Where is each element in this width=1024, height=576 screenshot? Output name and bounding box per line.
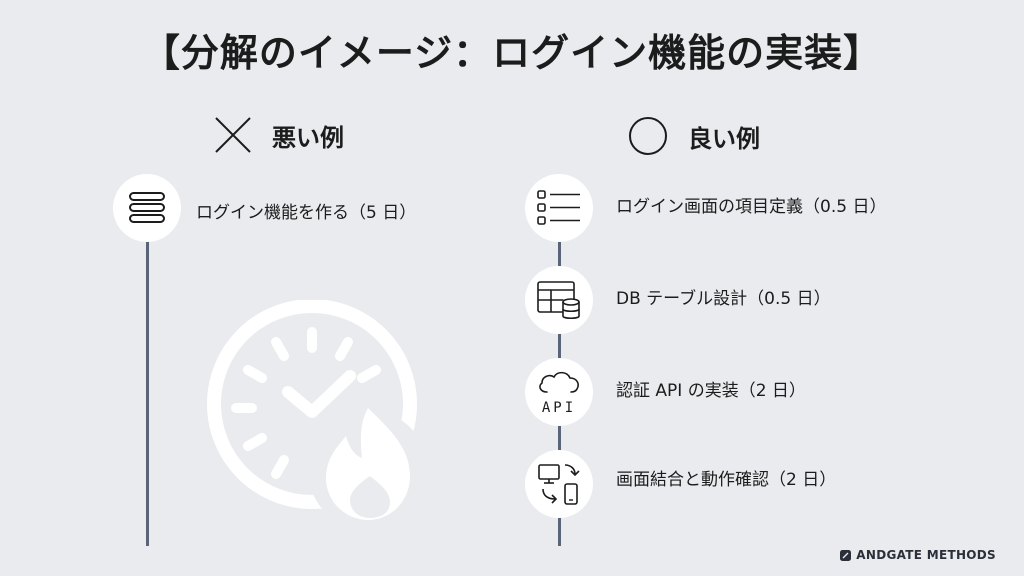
bad-timeline-line: [146, 240, 149, 546]
good-example-label: 良い例: [688, 124, 760, 153]
good-step-icon-3: API: [525, 358, 593, 426]
bad-example-label: 悪い例: [272, 123, 344, 152]
good-step-text-2: DB テーブル設計（0.5 日）: [616, 289, 831, 309]
devices-sync-icon: [538, 464, 580, 505]
good-step-text-1: ログイン画面の項目定義（0.5 日）: [616, 197, 887, 217]
good-step-icon-4: [525, 450, 593, 518]
stack-icon: [129, 192, 165, 223]
api-icon-text: API: [542, 400, 576, 416]
checklist-icon: [537, 190, 580, 225]
good-step-text-4: 画面結合と動作確認（2 日）: [616, 470, 837, 490]
clock-fire-icon: [207, 300, 417, 520]
cloud-api-icon: API: [539, 371, 579, 416]
bad-step-text: ログイン機能を作る（5 日）: [196, 203, 417, 223]
good-step-icon-2: [525, 266, 593, 334]
logo-icon: [840, 549, 852, 561]
good-step-text-3: 認証 API の実装（2 日）: [616, 381, 806, 401]
bad-example-header: 悪い例: [214, 116, 344, 154]
good-example-header: 良い例: [628, 116, 760, 156]
page-title: 【分解のイメージ：ログイン機能の実装】: [141, 31, 883, 75]
brand-logo: ANDGATE METHODS: [840, 548, 996, 562]
good-step-icon-1: [525, 174, 593, 242]
database-table-icon: [537, 281, 580, 320]
circle-icon: [629, 117, 667, 155]
bad-step-icon: [113, 174, 181, 242]
brand-name: ANDGATE METHODS: [856, 548, 996, 562]
cross-icon: [215, 117, 251, 153]
